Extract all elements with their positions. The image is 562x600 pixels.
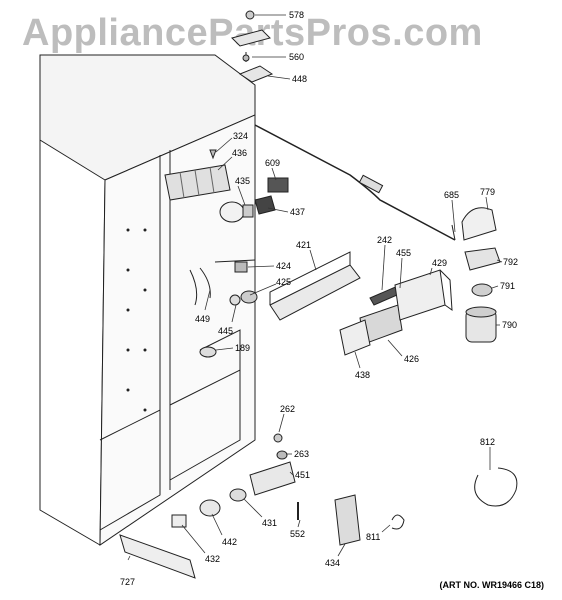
callout-label: 263 xyxy=(294,449,309,459)
callout-label: 451 xyxy=(295,470,310,480)
callout-label: 424 xyxy=(276,261,291,271)
callout-label: 425 xyxy=(276,277,291,287)
callout-label: 242 xyxy=(377,235,392,245)
callout-label: 448 xyxy=(292,74,307,84)
callout-label: 790 xyxy=(502,320,517,330)
cabinet-left-edge xyxy=(39,55,101,546)
callout-label: 437 xyxy=(290,207,305,217)
art-number: (ART NO. WR19466 C18) xyxy=(439,580,544,590)
callout-label: 445 xyxy=(218,326,233,336)
callout-label: 791 xyxy=(500,281,515,291)
callout-label: 324 xyxy=(233,131,248,141)
callout-label: 455 xyxy=(396,248,411,258)
callout-label: 685 xyxy=(444,190,459,200)
callout-label: 560 xyxy=(289,52,304,62)
cabinet-interior xyxy=(99,114,256,546)
callout-label: 421 xyxy=(296,240,311,250)
callout-label: 811 xyxy=(366,532,380,542)
callout-label: 434 xyxy=(325,558,340,568)
callout-label: 189 xyxy=(235,343,250,353)
callout-label: 262 xyxy=(280,404,295,414)
callout-label: 779 xyxy=(480,187,495,197)
callout-label: 426 xyxy=(404,354,419,364)
callout-label: 435 xyxy=(235,176,250,186)
callout-label: 442 xyxy=(222,537,237,547)
callout-label: 578 xyxy=(289,10,304,20)
callout-label: 429 xyxy=(432,258,447,268)
callout-label: 436 xyxy=(232,148,247,158)
callout-labels: 578 560 448 324 436 609 435 437 685 779 … xyxy=(120,10,518,587)
callout-label: 432 xyxy=(205,554,220,564)
callout-label: 812 xyxy=(480,437,495,447)
callout-label: 727 xyxy=(120,577,135,587)
callout-label: 438 xyxy=(355,370,370,380)
callout-label: 609 xyxy=(265,158,280,168)
callout-label: 552 xyxy=(290,529,305,539)
callout-label: 431 xyxy=(262,518,277,528)
callout-label: 792 xyxy=(503,257,518,267)
callout-label: 449 xyxy=(195,314,210,324)
